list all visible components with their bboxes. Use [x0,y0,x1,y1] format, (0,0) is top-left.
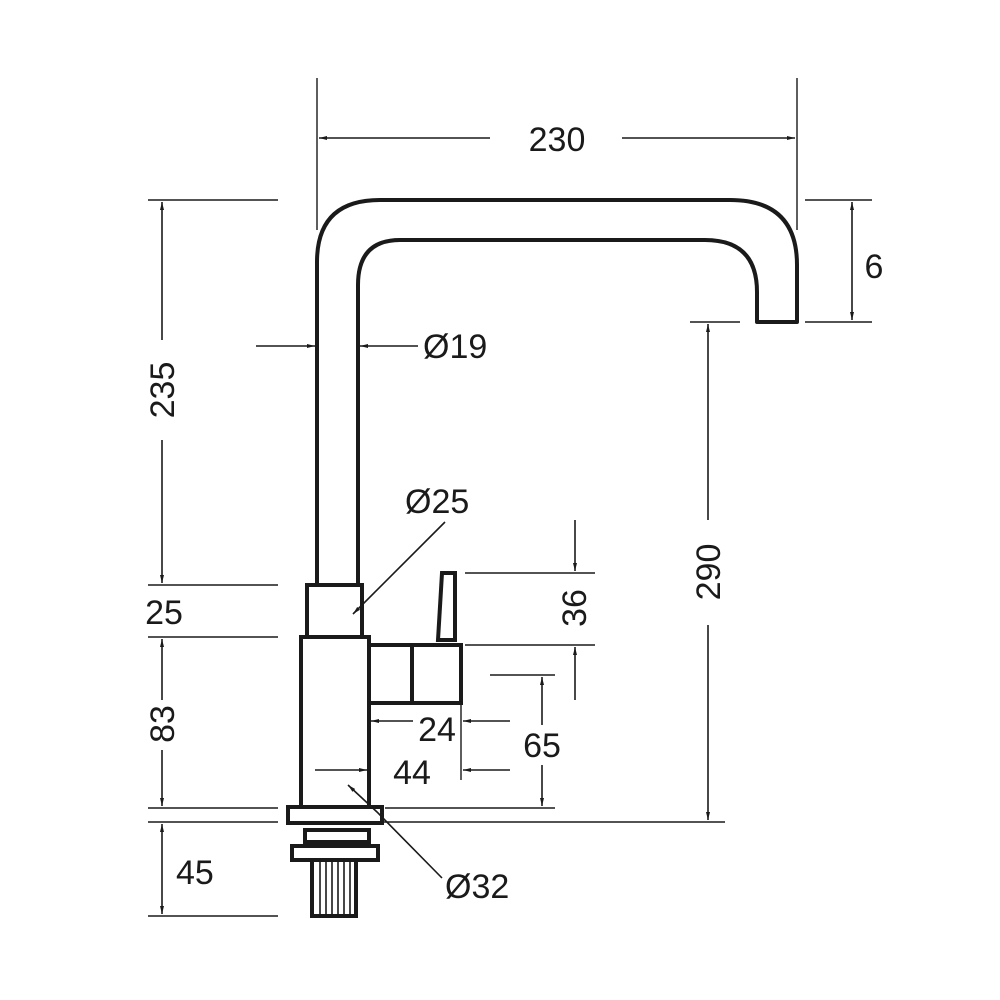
label-lever-height: 36 [556,589,594,627]
label-body-diameter: Ø25 [405,483,469,521]
locknut-top [303,828,371,844]
label-upper-height: 235 [144,362,182,419]
label-spout-tip-drop: 6 [865,248,884,286]
handle-block [367,643,463,705]
leader-d32 [347,784,443,879]
lever [435,571,457,642]
dimension-lines [160,136,854,914]
label-body-height: 83 [144,705,182,743]
label-overall-width: 230 [529,121,586,159]
extension-lines [148,78,872,917]
label-base-diameter: Ø32 [445,868,509,906]
spout-tube [315,198,799,587]
label-handle-offset: 24 [418,711,456,749]
label-spout-diameter: Ø19 [423,328,487,366]
dimension-labels: 230 6 Ø19 235 Ø25 25 36 290 83 24 65 44 … [144,121,883,906]
label-shank-height: 45 [176,854,214,892]
shank-threads [319,862,351,914]
label-handle-height: 65 [523,727,561,765]
leader-d25 [352,521,446,615]
locknut [290,844,380,862]
faucet-body [299,635,371,809]
collar [305,583,364,639]
label-outlet-height: 290 [690,544,728,601]
label-handle-reach: 44 [393,754,431,792]
label-collar-height: 25 [145,594,183,632]
base-flange [286,805,384,825]
faucet-outline [286,198,799,918]
